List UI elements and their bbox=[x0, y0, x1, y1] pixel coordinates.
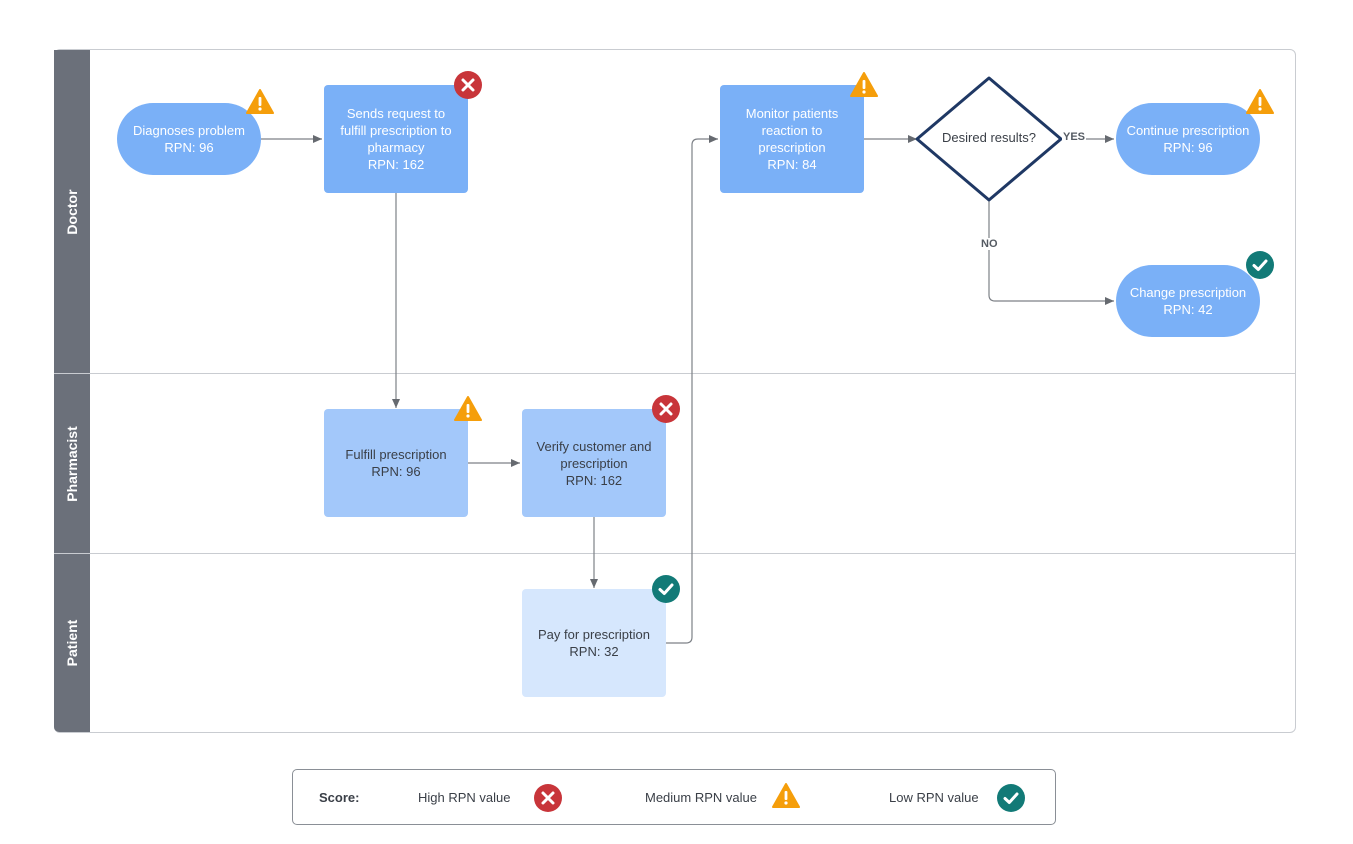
node-sends-request-text: Sends request to fulfill prescription to… bbox=[340, 106, 452, 172]
edge-label-no: NO bbox=[981, 238, 998, 250]
node-verify-text: Verify customer and prescription RPN: 16… bbox=[536, 438, 652, 488]
node-monitor-text: Monitor patients reaction to prescriptio… bbox=[745, 106, 839, 172]
lane-header-doctor: Doctor bbox=[54, 50, 90, 374]
error-icon bbox=[454, 71, 482, 99]
node-fulfill-prescription[interactable]: Fulfill prescription RPN: 96 bbox=[324, 409, 468, 517]
connector-pay-to-monitor bbox=[666, 135, 718, 644]
error-icon bbox=[534, 784, 562, 812]
node-pay-prescription[interactable]: Pay for prescription RPN: 32 bbox=[522, 589, 666, 697]
node-continue-prescription[interactable]: Continue prescription RPN: 96 bbox=[1116, 103, 1260, 175]
warning-icon bbox=[850, 72, 878, 97]
node-diagnoses-text: Diagnoses problem RPN: 96 bbox=[132, 123, 245, 155]
node-pay-text: Pay for prescription RPN: 32 bbox=[538, 627, 650, 659]
connector-no-to-change bbox=[988, 200, 1114, 305]
node-monitor-patients[interactable]: Monitor patients reaction to prescriptio… bbox=[720, 85, 864, 193]
decision-label[interactable]: Desired results? bbox=[942, 130, 1036, 145]
legend-medium-label: Medium RPN value bbox=[645, 790, 757, 805]
legend-title: Score: bbox=[319, 790, 360, 805]
node-sends-request[interactable]: Sends request to fulfill prescription to… bbox=[324, 85, 468, 193]
legend-high-label: High RPN value bbox=[418, 790, 511, 805]
lane-divider bbox=[54, 373, 1296, 374]
score-legend: Score: High RPN value Medium RPN value L… bbox=[292, 769, 1056, 825]
legend-low-label: Low RPN value bbox=[889, 790, 979, 805]
node-change-prescription[interactable]: Change prescription RPN: 42 bbox=[1116, 265, 1260, 337]
lane-divider bbox=[54, 553, 1296, 554]
check-icon bbox=[1246, 251, 1274, 279]
node-change-text: Change prescription RPN: 42 bbox=[1129, 285, 1247, 317]
error-icon bbox=[652, 395, 680, 423]
check-icon bbox=[652, 575, 680, 603]
check-icon bbox=[997, 784, 1025, 812]
warning-icon bbox=[1246, 89, 1274, 114]
node-diagnoses-problem[interactable]: Diagnoses problem RPN: 96 bbox=[117, 103, 261, 175]
node-fulfill-text: Fulfill prescription RPN: 96 bbox=[345, 447, 447, 479]
diagram-board bbox=[54, 49, 1296, 733]
node-verify-customer[interactable]: Verify customer and prescription RPN: 16… bbox=[522, 409, 666, 517]
decision-diamond bbox=[915, 76, 1063, 202]
node-continue-text: Continue prescription RPN: 96 bbox=[1126, 123, 1250, 155]
warning-icon bbox=[246, 89, 274, 114]
edge-label-yes: YES bbox=[1062, 131, 1087, 143]
lane-header-pharmacist: Pharmacist bbox=[54, 374, 90, 554]
warning-icon bbox=[772, 783, 800, 808]
lane-header-patient: Patient bbox=[54, 554, 90, 732]
warning-icon bbox=[454, 396, 482, 421]
